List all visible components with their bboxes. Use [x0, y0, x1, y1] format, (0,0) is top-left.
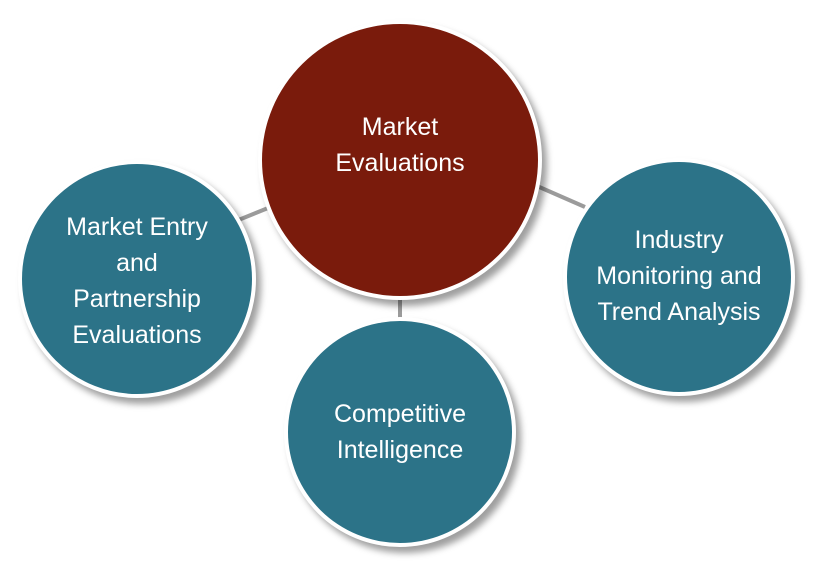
satellite-node-label: Competitive Intelligence [334, 400, 466, 464]
satellite-node-industry-monitoring: Industry Monitoring and Trend Analysis [563, 158, 795, 396]
connector-right [536, 184, 586, 209]
center-node-label: Market Evaluations [335, 113, 465, 177]
satellite-node-label: Market Entry and Partnership Evaluations [66, 213, 208, 349]
center-node-market-evaluations: Market Evaluations [258, 20, 542, 300]
satellite-node-market-entry: Market Entry and Partnership Evaluations [18, 160, 256, 398]
satellite-node-label: Industry Monitoring and Trend Analysis [596, 226, 762, 326]
satellite-node-competitive-intelligence: Competitive Intelligence [284, 317, 516, 547]
